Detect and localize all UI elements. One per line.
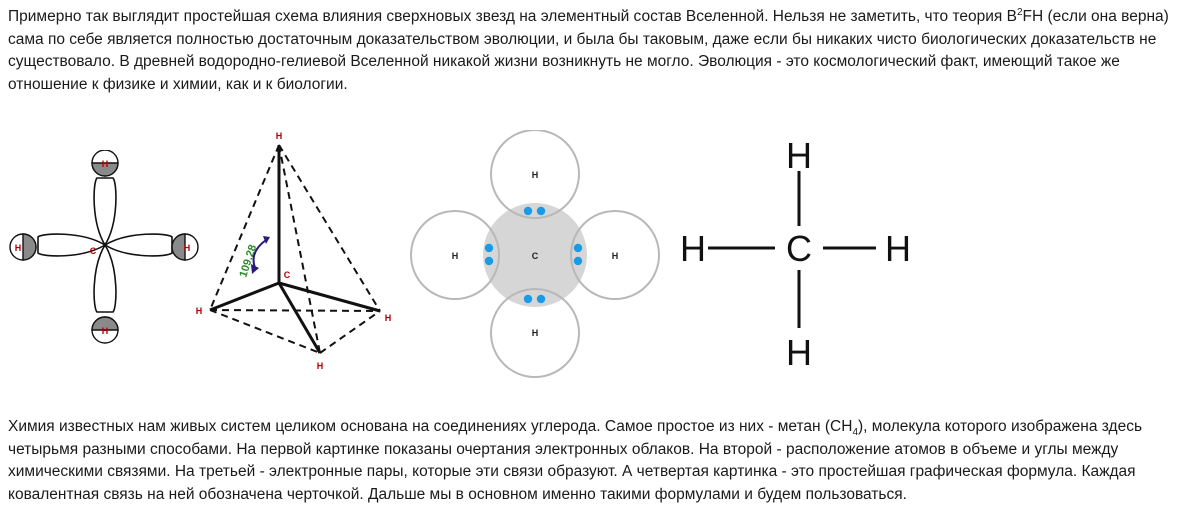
electron [523, 294, 533, 304]
carbon-symbol: C [786, 228, 812, 269]
electron-cloud-figure: H H H H C [9, 150, 199, 344]
outro-paragraph: Химия известных нам живых систем целиком… [8, 416, 1188, 506]
electron [484, 256, 494, 266]
edge [209, 144, 280, 311]
hydrogen-symbol: H [680, 228, 706, 269]
intro-text-1: Примерно так выглядит простейшая схема в… [8, 8, 1017, 25]
electron [523, 206, 533, 216]
electron [484, 243, 494, 253]
hydrogen-label: H [612, 251, 619, 261]
overlap-left [22, 233, 37, 261]
edge [209, 309, 321, 354]
carbon-label: C [284, 270, 291, 280]
hydrogen-shell-right [570, 210, 660, 300]
intro-superscript: 2 [1016, 6, 1023, 18]
hydrogen-label: H [317, 361, 324, 371]
bond-left [209, 281, 280, 312]
outro-text-2: ), молекула которого изображена здесь че… [8, 418, 1143, 503]
electron [573, 243, 583, 253]
hydrogen-label: H [385, 313, 392, 323]
orbital-right [103, 233, 173, 257]
angle-arrowhead [251, 264, 259, 274]
orbital-bottom [93, 243, 117, 313]
electron-pair-figure: H H H H C [410, 130, 660, 378]
edge [319, 310, 381, 354]
carbon-label: C [90, 246, 97, 256]
hydrogen-shell-left [410, 210, 500, 300]
edge [278, 144, 381, 312]
electron [573, 256, 583, 266]
hydrogen-symbol: H [786, 135, 812, 176]
carbon-label: C [532, 251, 539, 261]
hydrogen-label: H [532, 170, 539, 180]
hydrogen-label: H [102, 326, 109, 336]
carbon-shell [483, 203, 587, 307]
electron [536, 206, 546, 216]
orbital-top [93, 177, 117, 247]
angle-arrowhead [263, 236, 270, 244]
hydrogen-symbol: H [885, 228, 911, 269]
edge [209, 309, 381, 312]
hydrogen-shell-top [490, 130, 580, 219]
hydrogen-symbol: H [786, 332, 812, 373]
overlap-right [171, 233, 186, 261]
edge [278, 144, 321, 354]
structural-formula-figure: H C H H H [680, 135, 911, 373]
overlap-bottom [91, 316, 119, 331]
electron [536, 294, 546, 304]
hydrogen-shell-bottom [490, 288, 580, 378]
bond-angle-label: 109.28 [237, 243, 259, 279]
hydrogen-label: H [276, 131, 283, 141]
hydrogen-label: H [184, 243, 191, 253]
hydrogen-label: H [532, 328, 539, 338]
hydrogen-label: H [102, 159, 109, 169]
overlap-top [91, 162, 119, 177]
outro-subscript: 4 [852, 427, 859, 439]
hydrogen-label: H [196, 306, 203, 316]
bond-front [277, 282, 322, 354]
hydrogen-label: H [15, 243, 22, 253]
tetrahedron-figure: 109.28 H C H H H [196, 131, 392, 371]
intro-text-2: FH (если она верна) сама по себе являетс… [8, 8, 1169, 93]
hydrogen-label: H [452, 251, 459, 261]
orbital-left [37, 233, 107, 257]
outro-text-1: Химия известных нам живых систем целиком… [8, 418, 853, 435]
intro-paragraph: Примерно так выглядит простейшая схема в… [8, 6, 1188, 96]
bond-right [278, 281, 381, 313]
